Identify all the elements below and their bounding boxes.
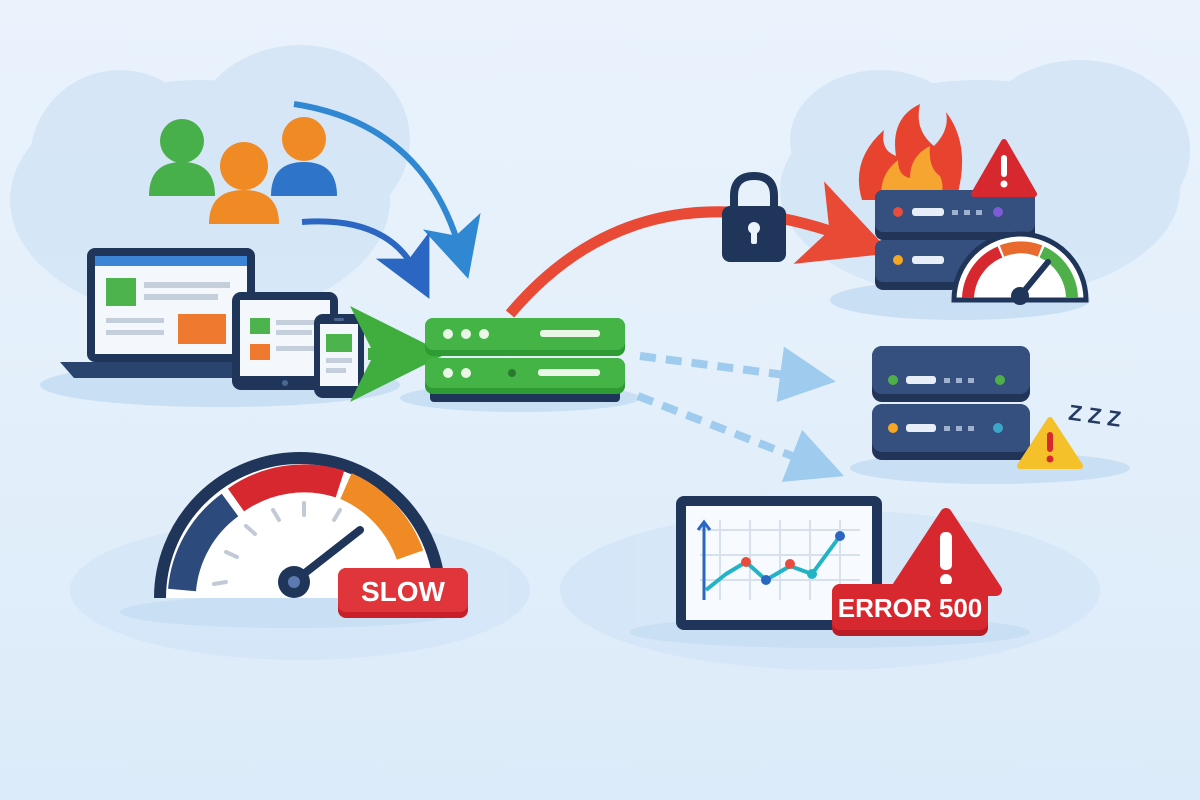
blue-arrow-lower <box>301 218 430 299</box>
speedometer-icon <box>154 452 446 599</box>
dashed-arrow-lower <box>636 392 845 482</box>
dashed-arrow-upper <box>639 346 836 403</box>
slow-label: SLOW <box>361 576 446 607</box>
laptop-icon <box>60 248 282 378</box>
blue-arrow-upper <box>293 101 481 279</box>
gauge-icon <box>951 231 1089 305</box>
error-label: ERROR 500 <box>838 593 983 623</box>
warning-icon <box>971 139 1037 197</box>
red-arrow <box>505 181 892 318</box>
lock-icon <box>722 171 786 262</box>
slow-badge: SLOW <box>338 568 468 618</box>
idle-server-stack-icon <box>872 346 1030 460</box>
user-green <box>149 119 215 196</box>
user-orange <box>209 142 279 224</box>
load-balancer-icon <box>425 318 625 402</box>
phone-icon <box>314 314 364 398</box>
fire-icon <box>858 104 963 200</box>
user-blue <box>271 117 337 196</box>
idle-warning-icon <box>1017 417 1083 469</box>
users-icon <box>149 117 337 224</box>
error-badge: ERROR 500 <box>832 584 988 636</box>
tablet-icon <box>232 292 338 390</box>
